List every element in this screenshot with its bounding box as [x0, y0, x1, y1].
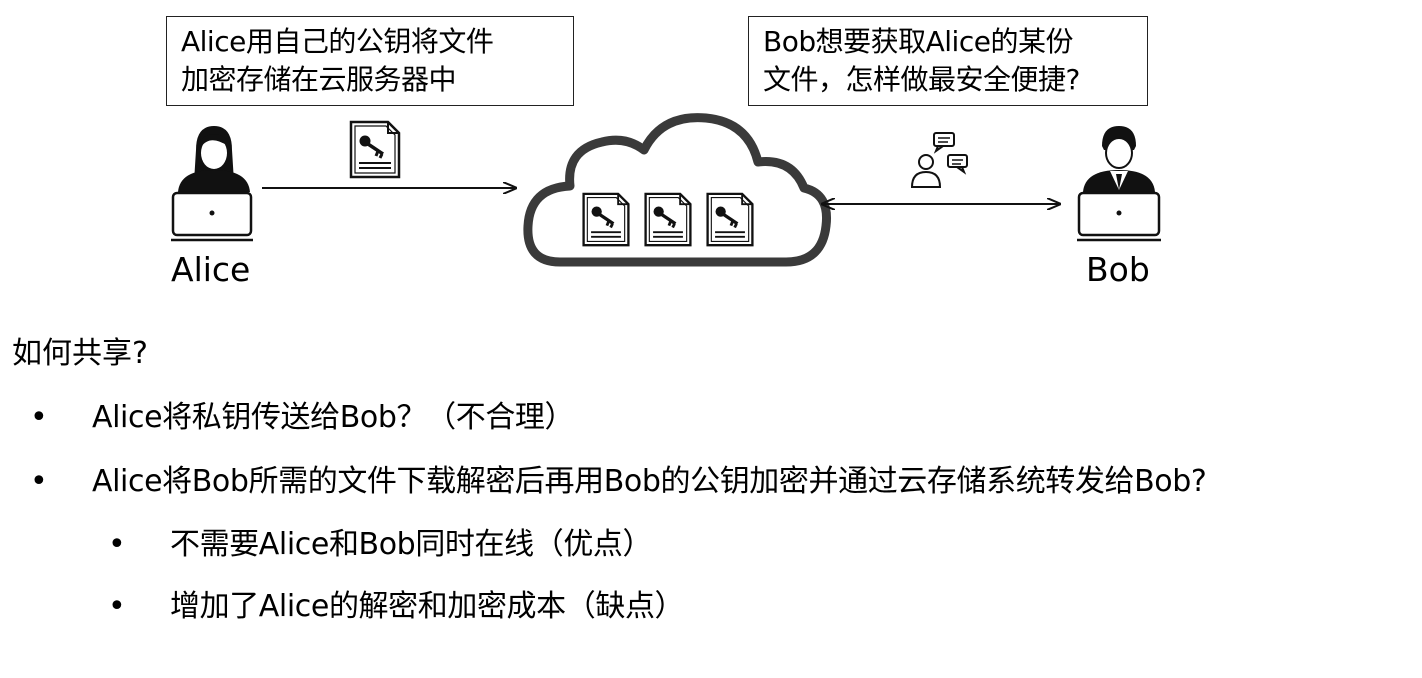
bob-label: Bob [1086, 250, 1150, 289]
bullet-item: Alice将私钥传送给Bob？（不合理） [92, 400, 575, 435]
bullet-marker: • [30, 400, 48, 435]
sharing-diagram: Alice用自己的公钥将文件 加密存储在云服务器中 Bob想要获取Alice的某… [0, 0, 1422, 300]
alice-label: Alice [171, 250, 251, 289]
bob-callout-line: Bob想要获取Alice的某份 [763, 25, 1073, 58]
alice-callout-line: Alice用自己的公钥将文件 [181, 25, 494, 58]
bullet-marker: • [30, 464, 48, 499]
bullet-item: Alice将Bob所需的文件下载解密后再用Bob的公钥加密并通过云存储系统转发给… [92, 464, 1207, 499]
bob-callout: Bob想要获取Alice的某份 文件，怎样做最安全便捷? [748, 16, 1148, 106]
key-document-icon [705, 192, 755, 247]
alice-icon [171, 126, 253, 242]
key-document-icon [581, 192, 631, 247]
key-document-icon [643, 192, 693, 247]
sub-bullet-marker: • [108, 589, 126, 624]
bob-callout-line: 文件，怎样做最安全便捷? [763, 63, 1080, 96]
sub-bullet-item: 不需要Alice和Bob同时在线（优点） [170, 527, 653, 562]
key-document-icon [349, 120, 401, 179]
bob-icon [1077, 126, 1161, 242]
alice-callout-line: 加密存储在云服务器中 [181, 63, 457, 96]
sub-bullet-marker: • [108, 527, 126, 562]
alice-callout: Alice用自己的公钥将文件 加密存储在云服务器中 [166, 16, 574, 106]
user-chat-icon [910, 132, 968, 188]
sub-bullet-item: 增加了Alice的解密和加密成本（缺点） [170, 589, 685, 624]
diagram-art [171, 113, 1161, 267]
section-heading: 如何共享? [12, 336, 148, 371]
